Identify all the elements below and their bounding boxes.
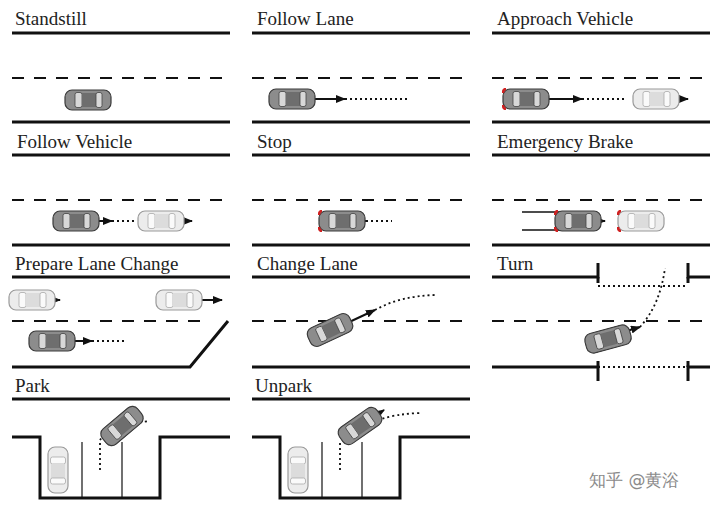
bay-dividers xyxy=(82,442,362,498)
panel-title: Unpark xyxy=(254,376,313,395)
panel-title: Follow Lane xyxy=(256,9,355,28)
lane-dashes xyxy=(12,78,710,321)
panel-title: Follow Vehicle xyxy=(16,132,133,151)
panel-title: Prepare Lane Change xyxy=(14,254,180,273)
watermark: 知乎 @黄浴 xyxy=(588,472,680,489)
road-edges xyxy=(12,33,710,498)
panel-title: Standstill xyxy=(14,9,88,28)
path-dots xyxy=(92,99,688,470)
panel-title: Turn xyxy=(496,254,534,273)
panel-title: Change Lane xyxy=(256,254,359,273)
panel-title: Stop xyxy=(256,132,293,151)
vehicles xyxy=(9,89,679,493)
panel-title: Emergency Brake xyxy=(496,132,634,151)
panel-title: Park xyxy=(14,376,51,395)
panel-title: Approach Vehicle xyxy=(496,9,634,28)
